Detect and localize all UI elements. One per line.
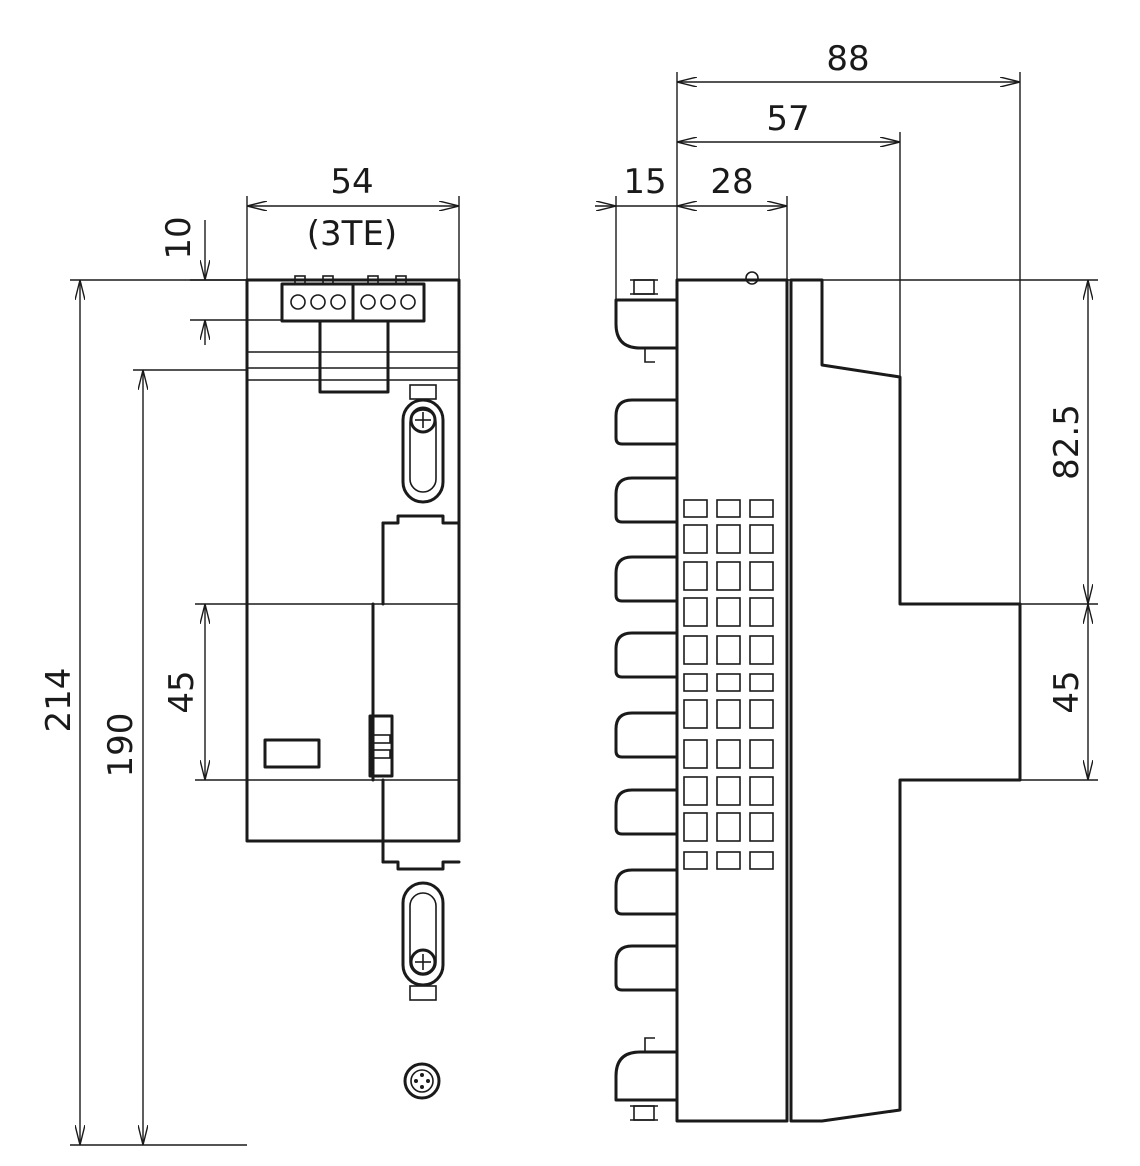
cooling-fin	[614, 631, 679, 679]
vent-slot	[749, 739, 774, 769]
vent-slot	[716, 561, 741, 591]
dim-label-body-28: 28	[710, 162, 753, 202]
cooling-fin	[614, 555, 679, 603]
vent-slot	[749, 851, 774, 870]
middle-upper-latch	[381, 514, 461, 525]
cooling-fin	[614, 944, 679, 992]
vent-slot	[716, 851, 741, 870]
vent-slot	[716, 776, 741, 806]
dim-label-height-214: 214	[39, 668, 79, 733]
label-window	[263, 738, 321, 769]
cooling-fin	[614, 788, 679, 836]
vent-slot	[683, 673, 708, 692]
dim-label-upper-82-5: 82.5	[1047, 404, 1087, 480]
vent-slot	[716, 524, 741, 554]
dim-label-3te: (3TE)	[307, 214, 397, 254]
side-rear-body	[789, 278, 1022, 1123]
lower-screw-slot	[401, 881, 445, 1001]
middle-clip	[368, 714, 394, 778]
vent-slot	[683, 739, 708, 769]
cooling-fin	[614, 476, 679, 524]
front-housing	[245, 278, 461, 843]
vent-slot	[683, 597, 708, 627]
vent-slot	[749, 776, 774, 806]
front-view	[245, 275, 461, 1100]
vent-slot	[749, 561, 774, 591]
dim-label-depth-88: 88	[826, 39, 869, 79]
vent-slot	[683, 499, 708, 518]
vent-slot	[716, 597, 741, 627]
dim-label-width-54: 54	[330, 162, 373, 202]
cooling-fin	[614, 868, 679, 916]
vent-slot	[749, 597, 774, 627]
vent-slot	[683, 561, 708, 591]
dim-label-side-45: 45	[1047, 670, 1087, 713]
din-rail-clip-top	[614, 279, 679, 363]
vent-slot	[683, 524, 708, 554]
dim-label-front-45: 45	[162, 670, 202, 713]
vent-slot	[749, 524, 774, 554]
vent-grid	[683, 499, 774, 870]
middle-lower-latch	[381, 860, 461, 871]
vent-slot	[716, 499, 741, 518]
cooling-fin	[614, 398, 679, 446]
dim-label-clip-15: 15	[623, 162, 666, 202]
vent-slot	[749, 673, 774, 692]
dim-label-depth-57: 57	[766, 99, 809, 139]
vent-slot	[683, 851, 708, 870]
vent-slot	[749, 812, 774, 842]
vent-slot	[749, 699, 774, 729]
vent-slot	[716, 739, 741, 769]
round-connector	[403, 1062, 441, 1100]
cooling-fin	[614, 711, 679, 759]
vent-slot	[749, 635, 774, 665]
front-dimensions	[70, 196, 460, 1146]
side-dimensions	[595, 72, 1098, 781]
side-view	[614, 271, 1022, 1123]
vent-slot	[683, 635, 708, 665]
vent-slot	[716, 673, 741, 692]
vent-slot	[683, 699, 708, 729]
din-rail-clip-bottom	[614, 1037, 679, 1121]
terminal-connector	[280, 275, 426, 394]
upper-screw-slot	[401, 384, 445, 504]
dim-label-connector-10: 10	[159, 216, 199, 259]
vent-slot	[716, 635, 741, 665]
vent-slot	[683, 776, 708, 806]
side-front-body	[675, 278, 789, 1123]
vent-slot	[683, 812, 708, 842]
cooling-fins	[614, 398, 679, 992]
vent-slot	[716, 812, 741, 842]
vent-slot	[749, 499, 774, 518]
dim-label-height-190: 190	[101, 713, 141, 778]
vent-slot	[716, 699, 741, 729]
